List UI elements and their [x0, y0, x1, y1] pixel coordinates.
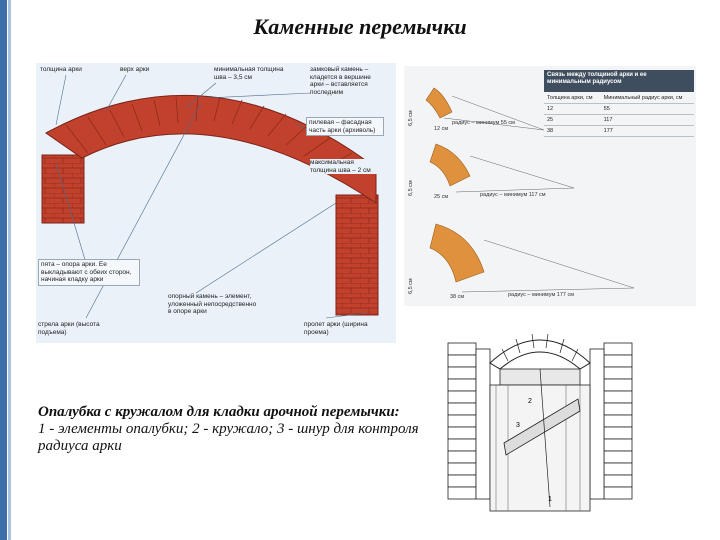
radius-table-title: Связь между толщиной арки и ее минимальн…	[544, 70, 694, 92]
radius-table-cell: 55	[600, 103, 694, 115]
radius-label: радиус – минимум 55 см	[452, 120, 515, 126]
radius-arch-2	[429, 143, 575, 193]
callout-facade: пилевая – фасадная часть арки (архиволь)	[306, 117, 384, 136]
radius-height-label: 6,5 см	[408, 180, 414, 196]
slide-accent-bar	[0, 0, 7, 540]
arch-joints	[65, 95, 353, 170]
radius-table-cell: 12	[544, 103, 601, 115]
radius-table-header: Минимальный радиус арки, см	[600, 93, 694, 104]
radius-width-label: 25 см	[434, 194, 449, 200]
radius-width-label: 38 см	[450, 294, 465, 300]
radius-table: Толщина арки, см Минимальный радиус арки…	[544, 93, 694, 137]
voussoir-joints	[501, 333, 579, 362]
formwork-illustration: 2 3 1	[446, 323, 634, 515]
formwork-caption: Опалубка с кружалом для кладки арочной п…	[38, 404, 428, 455]
formwork-label: 1	[548, 496, 552, 503]
callout-arch-thickness: толщина арки	[40, 66, 100, 74]
arch-illustration: толщина арки верх арки минимальная толщи…	[36, 63, 396, 343]
radius-table-header: Толщина арки, см	[544, 93, 601, 104]
callout-max-joint: максимальная толщина шва – 2 см	[310, 159, 380, 174]
caption-body: 1 - элементы опалубки; 2 - кружало; 3 - …	[38, 421, 419, 454]
callout-arch-top: верх арки	[120, 66, 175, 74]
radius-table-cell: 117	[600, 114, 694, 126]
caption-title: Опалубка с кружалом для кладки арочной п…	[38, 404, 400, 420]
radius-arch-3	[429, 223, 635, 293]
callout-rise: стрела арки (высота подъема)	[38, 321, 128, 336]
radius-label: радиус – минимум 117 см	[480, 192, 546, 198]
callout-key-stone: замковый камень – кладется в вершине арк…	[310, 66, 386, 96]
callout-pier: пята – опора арки. Ее выкладывают с обеи…	[38, 259, 140, 286]
radius-height-label: 6,5 см	[408, 278, 414, 294]
callout-min-joint: минимальная толщина шва – 3,5 см	[214, 66, 286, 81]
control-cord	[539, 368, 551, 508]
arch-body	[45, 94, 377, 204]
arch-radius-diagram: Связь между толщиной арки и ее минимальн…	[404, 66, 696, 306]
formwork-drawing: 2 3 1	[447, 333, 633, 512]
brick-wall-right	[589, 342, 633, 500]
radius-width-label: 12 см	[434, 126, 449, 132]
callout-support-stone: опорный камень – элемент, уложенный непо…	[168, 293, 258, 316]
brick-wall-left	[447, 342, 491, 500]
brick-arch-drawing	[41, 74, 379, 319]
radius-table-cell: 177	[600, 125, 694, 137]
radius-drawing	[425, 87, 635, 293]
radius-table-cell: 25	[544, 114, 601, 126]
formwork-label: 3	[516, 422, 520, 429]
radius-label: радиус – минимум 177 см	[508, 292, 574, 298]
slide-title: Каменные перемычки	[253, 14, 467, 39]
formwork-label: 2	[528, 398, 532, 405]
radius-table-cell: 38	[544, 125, 601, 137]
slide-accent-bar-light	[8, 0, 11, 540]
radius-height-label: 6,5 см	[408, 110, 414, 126]
right-pier	[335, 194, 379, 316]
radius-arch-1	[425, 87, 545, 131]
callout-span: пролет арки (ширина проема)	[304, 321, 384, 336]
left-pier	[41, 154, 85, 224]
arch-voussoirs	[489, 339, 591, 370]
diagonal-brace	[503, 398, 581, 456]
